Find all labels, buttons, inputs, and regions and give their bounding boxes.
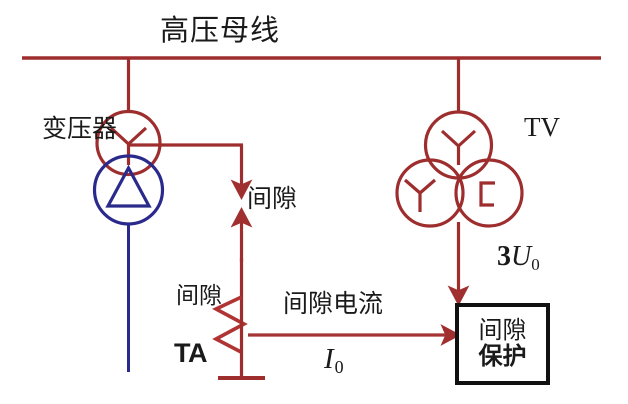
transformer-label: 变压器 [42,114,118,143]
current-symbol: I [324,343,334,375]
gap-ta-label: 间隙 [176,283,222,309]
tv-winding-open-delta [454,158,524,228]
neutral-tap-conductor [128,143,253,200]
gap-current-symbol-label: I0 [324,343,344,377]
voltage-transformer-symbol [395,110,524,306]
protection-box-line2: 保护 [478,342,527,370]
current-transformer-symbol [211,295,265,380]
gap-protection-relay-box: 间隙 保护 [455,303,550,385]
voltage-subscript: 0 [531,255,540,274]
wye-glyph-tv-left [403,178,437,212]
voltage-symbol: U [511,241,532,272]
voltage-coefficient: 3 [497,241,511,272]
ta-zigzag-glyph [211,295,248,354]
current-transformer-label: TA [174,338,208,368]
spark-gap-label: 间隙 [247,184,298,213]
transformer-wye-winding [95,109,162,177]
busbar-label: 高压母线 [160,13,281,47]
open-delta-glyph [479,181,495,207]
delta-glyph-transformer [105,164,152,208]
current-subscript: 0 [334,357,344,377]
tv-winding-secondary-wye [395,158,465,228]
power-transformer-symbol [92,109,165,372]
voltage-transformer-label: TV [524,112,560,142]
protection-box-line1: 间隙 [478,316,527,345]
zero-sequence-voltage-label: 3U0 [497,241,540,274]
wye-glyph-tv-top [440,129,477,165]
gap-current-label: 间隙电流 [283,289,384,318]
